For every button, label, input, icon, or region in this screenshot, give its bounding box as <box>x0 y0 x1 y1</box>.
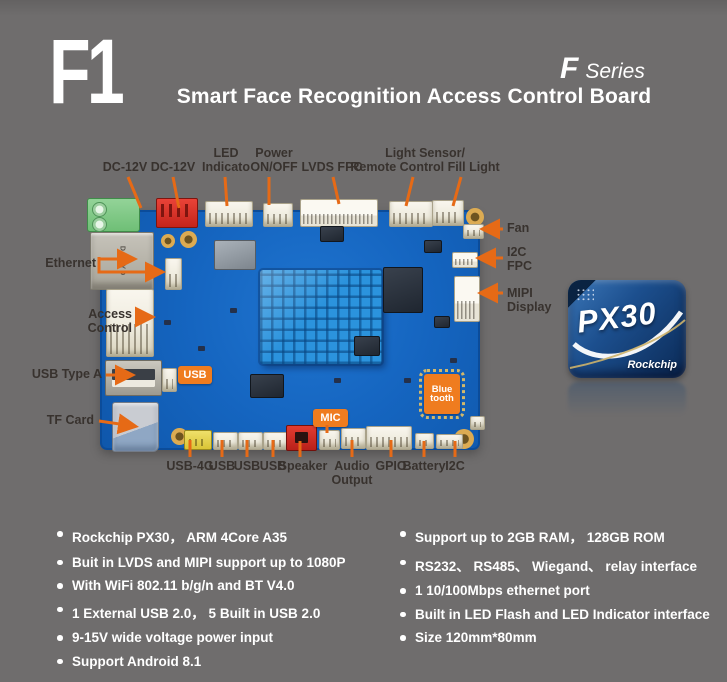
callout-i2c-fpc: I2C FPC <box>507 245 532 273</box>
spec-item: Support Android 8.1 <box>55 654 346 669</box>
ethernet-port-label: DGKYD <box>118 245 126 277</box>
spec-item: Built in LED Flash and LED Indicator int… <box>398 607 710 622</box>
ram-chip <box>383 267 423 313</box>
usb-connector <box>263 432 288 450</box>
callout-tf-card: TF Card <box>46 413 94 427</box>
callout-access-control: Access Control <box>87 307 132 335</box>
ethernet-rj45-port: DGKYD <box>90 232 154 290</box>
antenna-connector <box>470 416 485 430</box>
fill-light-connector <box>432 200 464 226</box>
callout-ethernet: Ethernet <box>45 256 96 270</box>
spec-item: With WiFi 802.11 b/g/n and BT V4.0 <box>55 578 346 593</box>
i2c-fpc-connector <box>452 252 478 268</box>
spec-item: 9-15V wide voltage power input <box>55 630 346 645</box>
series-tag: F Series <box>560 52 645 86</box>
callout-usb-2: USB <box>233 459 261 473</box>
usb-connector <box>213 432 238 450</box>
callout-i2c: I2C <box>445 459 465 473</box>
ic-chip <box>424 240 442 253</box>
ic-chip <box>214 240 256 270</box>
callout-fan: Fan <box>507 221 530 235</box>
page-title: Smart Face Recognition Access Control Bo… <box>176 85 652 108</box>
f1-logo: F1 <box>49 21 125 123</box>
fan-connector <box>463 224 484 239</box>
callout-lvds-fpc: LVDS FPC <box>301 160 363 174</box>
mic-connector <box>319 430 340 450</box>
spec-item: Rockchip PX30， ARM 4Core A35 <box>55 526 346 546</box>
callout-usb-3: USB <box>259 459 287 473</box>
ic-chip <box>320 226 344 242</box>
usb-badge: USB <box>178 366 212 384</box>
callout-usb-4g: USB-4G <box>166 459 214 473</box>
gpio-connector <box>366 426 412 450</box>
usb-connector <box>238 432 263 450</box>
callout-battery: Battery <box>402 459 446 473</box>
dc-terminal-block <box>87 198 140 232</box>
callout-led-indicator: LED Indicato <box>202 146 250 174</box>
callout-power-onoff: Power ON/OFF <box>250 146 298 174</box>
ethernet-aux-connector <box>165 258 182 290</box>
spec-item: 1 External USB 2.0， 5 Built in USB 2.0 <box>55 602 346 622</box>
speaker-connector <box>286 425 317 451</box>
callout-light-sensor: Light Sensor/ Remote Control Fill Light <box>350 146 500 174</box>
capacitor <box>164 320 171 325</box>
dc-power-connector <box>156 198 198 228</box>
spec-list-left: Rockchip PX30， ARM 4Core A35 Buit in LVD… <box>55 526 346 678</box>
pcb-board: DGKYD USB Blue tooth <box>87 198 485 452</box>
capacitor <box>404 378 411 383</box>
callout-gpio: GPIO <box>375 459 407 473</box>
callout-usb-type-a: USB Type A <box>31 367 102 381</box>
callout-dc12v-2: DC-12V <box>150 160 196 174</box>
mipi-display-connector <box>454 276 480 322</box>
lvds-fpc-connector <box>300 199 378 227</box>
ic-chip <box>434 316 450 328</box>
bluetooth-module: Blue tooth <box>419 369 465 419</box>
callout-usb-1: USB <box>208 459 236 473</box>
spec-item: Support up to 2GB RAM， 128GB ROM <box>398 526 710 546</box>
battery-connector <box>415 433 434 449</box>
mounting-hole <box>180 231 197 248</box>
usb-type-a-port <box>105 360 162 396</box>
tf-card-slot <box>112 402 159 452</box>
capacitor <box>334 378 341 383</box>
spec-item: Size 120mm*80mm <box>398 630 710 645</box>
capacitor <box>450 358 457 363</box>
usb-4g-connector <box>184 430 212 450</box>
usb-aux-connector <box>162 368 177 392</box>
ic-chip <box>250 374 284 398</box>
callout-mipi-display: MIPI Display <box>507 286 552 314</box>
chip-pin-dots <box>576 288 594 301</box>
power-switch-connector <box>263 203 293 227</box>
access-control-connector <box>106 289 154 357</box>
mounting-hole <box>161 234 175 248</box>
mic-badge: MIC <box>313 409 348 427</box>
chip-swoosh <box>569 310 686 369</box>
light-sensor-connector <box>389 201 433 227</box>
spec-item: Buit in LVDS and MIPI support up to 1080… <box>55 555 346 570</box>
px30-chip-badge: PX30 Rockchip <box>568 280 686 378</box>
audio-output-connector <box>341 428 366 449</box>
callout-dc12v-1: DC-12V <box>102 160 148 174</box>
callout-audio-output: Audio Output <box>331 459 373 487</box>
series-text: Series <box>585 60 645 83</box>
callout-speaker: Speaker <box>278 459 328 473</box>
capacitor <box>230 308 237 313</box>
spec-item: 1 10/100Mbps ethernet port <box>398 583 710 598</box>
chip-brand-text: Rockchip <box>627 359 677 371</box>
capacitor <box>198 346 205 351</box>
led-indicator-connector <box>205 201 253 227</box>
ic-chip <box>354 336 380 356</box>
spec-item: RS232、 RS485、 Wiegand、 relay interface <box>398 555 710 575</box>
series-f: F <box>560 52 579 85</box>
chip-reflection <box>568 382 686 416</box>
spec-list-right: Support up to 2GB RAM， 128GB ROM RS232、 … <box>398 526 710 654</box>
mounting-hole <box>171 428 188 445</box>
i2c-connector <box>436 434 463 449</box>
